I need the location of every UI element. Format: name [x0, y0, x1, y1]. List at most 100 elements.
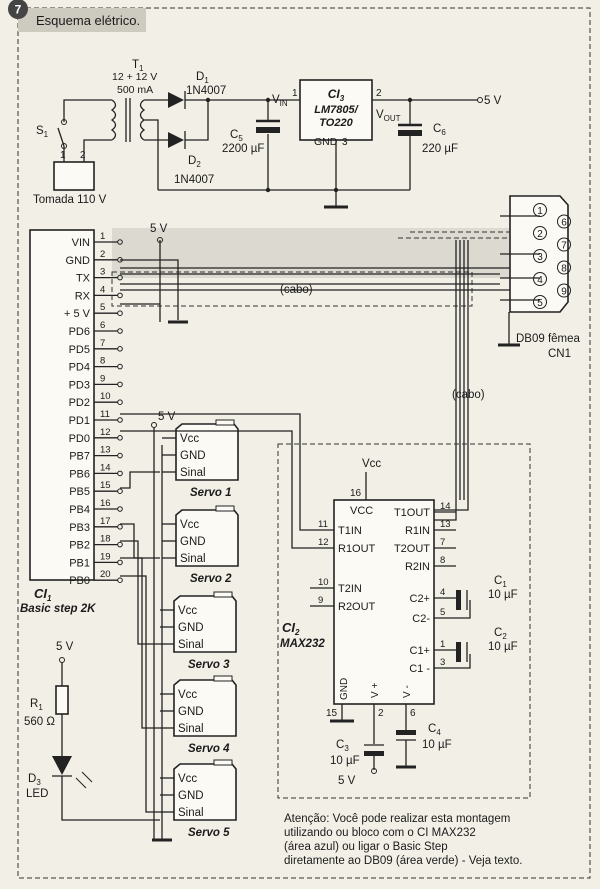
cable-shade [112, 228, 532, 278]
servo-supply-rails [153, 428, 163, 840]
c6-value: 220 µF [422, 143, 458, 155]
max-right-pin-name: R2IN [405, 561, 430, 573]
ci1-pin-number: 1 [100, 231, 105, 242]
switch-contact-b [61, 119, 67, 125]
ci1-pin-terminal [117, 577, 123, 584]
servo-pin-label: Sinal [180, 553, 206, 565]
ci1-pin-name: PB7 [69, 451, 90, 463]
c3-label: C3 [336, 739, 349, 753]
c3-supply: 5 V [338, 775, 356, 787]
note-line-3: (área azul) ou ligar o Basic Step [284, 841, 448, 853]
r1-label: R1 [30, 698, 43, 712]
led-rays [75, 771, 93, 789]
node-dot [205, 97, 211, 103]
c2-value: 10 µF [488, 641, 518, 653]
servo-tab [215, 419, 235, 426]
servo-pin-label: Vcc [178, 605, 197, 617]
ci1-pin-name: VIN [72, 237, 90, 249]
switch-label: S1 [36, 125, 49, 139]
ci1-pin-terminal [117, 452, 123, 459]
max-left-pin-name: T2IN [338, 583, 362, 595]
servo-pin-label: Sinal [178, 807, 204, 819]
ci1-pin-terminal [117, 346, 123, 352]
ci1-pin-terminal [117, 381, 123, 388]
d3-label: D3 [28, 773, 41, 787]
db9-name: DB09 fêmea [516, 333, 581, 345]
ci1-pin-number: 5 [100, 302, 105, 313]
servo-name: Servo 3 [188, 659, 230, 671]
db9-pin-number: 6 [561, 218, 567, 229]
d1-part: 1N4007 [186, 85, 226, 97]
ci1-pin-name: TX [76, 273, 91, 285]
max-left-pin-num: 11 [318, 519, 328, 530]
servo-supply-label: 5 V [158, 411, 176, 423]
ci1-pin-number: 6 [100, 320, 105, 331]
c4-label: C4 [428, 723, 441, 737]
ci1-pin-number: 17 [100, 516, 111, 527]
max232-section: Vcc 16 VCC T1IN11R1OUT12T2IN10R2OUT9T1OU… [120, 413, 531, 799]
servo-signal-wire [120, 557, 160, 729]
ci1-pin-name: PB5 [69, 486, 90, 498]
note-line-4: diretamente ao DB09 (área verde) - Veja … [284, 855, 522, 867]
out-terminal [477, 97, 483, 103]
diode-d2 [168, 132, 184, 148]
servo-tab [215, 505, 235, 512]
ci1-pin-terminal [117, 506, 123, 512]
servo-tab [213, 759, 233, 766]
ci1-pin-name: PB4 [69, 504, 90, 516]
max-left-pin-num: 9 [318, 595, 323, 606]
d2-part: 1N4007 [174, 174, 214, 186]
ci1-pin-terminal [117, 435, 123, 441]
ci1-supply-terminal [157, 237, 163, 243]
servo-pin-label: Sinal [178, 723, 204, 735]
servo-signal-wire [120, 575, 160, 813]
max-right-pin-num: 8 [440, 555, 445, 566]
reg-pin-1: 1 [292, 88, 298, 99]
max-cap-pin-name: C2- [412, 613, 430, 625]
ci1-pin-number: 20 [100, 569, 111, 580]
ci1-pin-name: GND [66, 255, 91, 267]
c3-supply-terminal [371, 768, 377, 774]
ci1-pin-number: 14 [100, 462, 111, 473]
max-right-pin-name: R1IN [405, 525, 430, 537]
switch-contact-a [61, 143, 67, 149]
servo-name: Servo 2 [190, 573, 232, 585]
c4-value: 10 µF [422, 739, 452, 751]
ci1-pin-number: 11 [100, 409, 110, 420]
c1-label: C1 [494, 575, 507, 589]
max-vminus-name: V - [402, 685, 413, 698]
regulator-ci3 [299, 79, 373, 141]
power-supply: 1 2 Tomada 110 V S1 T1 12 + 12 V 500 mA … [33, 59, 502, 209]
max-cap-pin-name: C1 - [409, 663, 430, 675]
ci1-pin-name: PB0 [69, 575, 90, 587]
max-right-pin-name: T1OUT [394, 507, 430, 519]
ci1-pin-terminal [117, 363, 123, 370]
rectifier-out-wire [185, 99, 300, 141]
reg-pin-3: 3 [342, 137, 348, 148]
reg-out-wires [335, 99, 478, 206]
node-dot [265, 187, 271, 193]
c5-plate-2 [256, 127, 280, 133]
db9-pin-number: 9 [561, 287, 567, 298]
ci1-pin-terminal [117, 239, 123, 245]
servo-pin-label: Vcc [180, 433, 199, 445]
ci1-pin-number: 19 [100, 551, 111, 562]
db9-pin [533, 272, 547, 286]
ci1-pin-name: PB3 [69, 522, 90, 534]
led-supply-terminal [59, 657, 65, 663]
ci1-to-max-wires [120, 413, 310, 549]
db9-pin [533, 226, 547, 240]
ci1-pin-name: PD6 [69, 326, 90, 338]
figure-number: 7 [15, 3, 22, 17]
ci1-pin-name: PB2 [69, 540, 90, 552]
pump-cap-wires [434, 597, 471, 669]
ci1-supply-wires [120, 240, 179, 322]
servo-supply-terminal [151, 422, 157, 428]
c5-value: 2200 µF [222, 143, 264, 155]
max-right-pin-num: 13 [440, 519, 451, 530]
assembly-note: Atenção: Você pode realizar esta montage… [284, 813, 522, 867]
ci1-pin-number: 12 [100, 427, 111, 438]
servo-signal-wire [120, 540, 160, 645]
